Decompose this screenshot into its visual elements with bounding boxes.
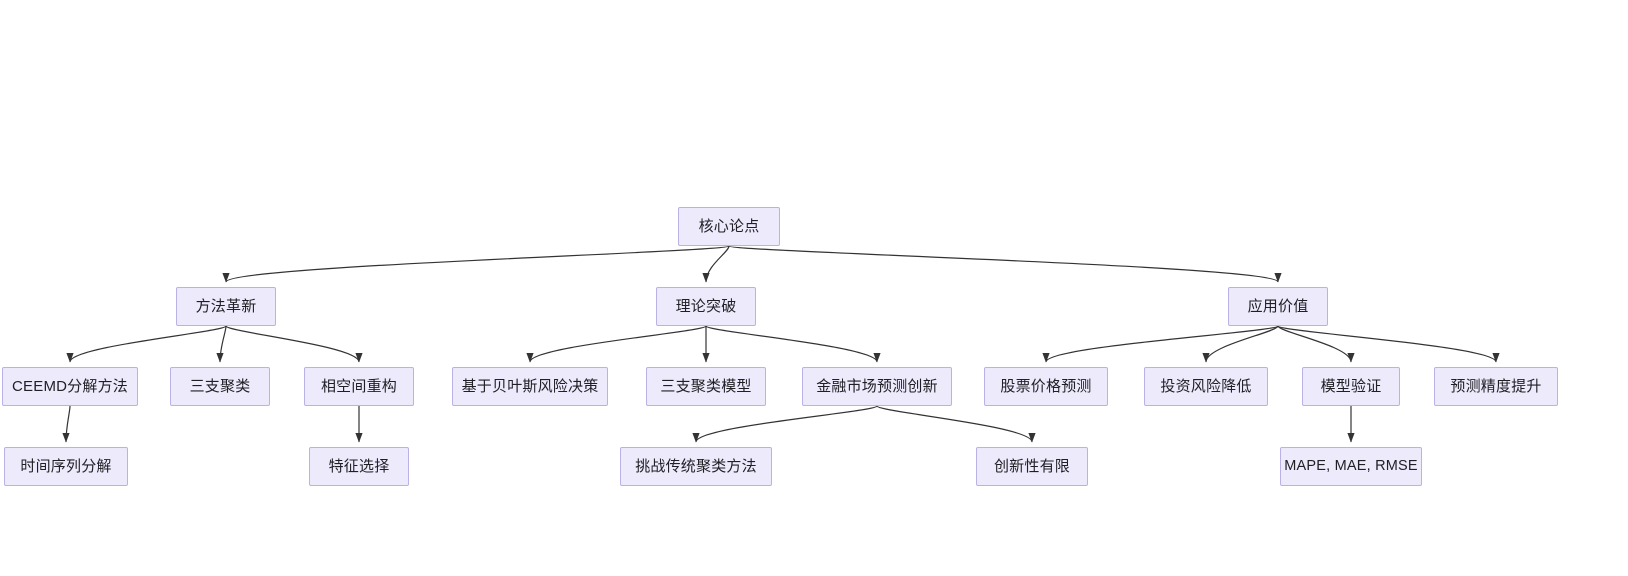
node-l3c2[interactable]: 投资风险降低 xyxy=(1144,367,1268,406)
node-label: CEEMD分解方法 xyxy=(12,378,128,395)
node-label: 理论突破 xyxy=(675,298,737,315)
node-label: 基于贝叶斯风险决策 xyxy=(461,378,599,395)
node-label: 投资风险降低 xyxy=(1160,378,1252,395)
edge-l3b3-to-l4d xyxy=(876,405,1036,443)
node-label: 方法革新 xyxy=(195,298,257,315)
edge-root-to-l2c xyxy=(728,245,1282,283)
edge-l2c-to-l3c3 xyxy=(1277,325,1355,363)
node-l3b2[interactable]: 三支聚类模型 xyxy=(646,367,766,406)
edge-l2b-to-l3b3 xyxy=(705,325,881,363)
node-label: 核心论点 xyxy=(698,218,760,235)
edge-l2a-to-l3a2 xyxy=(216,325,227,363)
node-l4a[interactable]: 时间序列分解 xyxy=(4,447,128,486)
node-l3c3[interactable]: 模型验证 xyxy=(1302,367,1400,406)
node-l4b[interactable]: 特征选择 xyxy=(309,447,409,486)
edge-l3a1-to-l4a xyxy=(62,405,71,443)
node-l3a3[interactable]: 相空间重构 xyxy=(304,367,414,406)
edge-root-to-l2b xyxy=(702,245,730,283)
node-l3b3[interactable]: 金融市场预测创新 xyxy=(802,367,952,406)
node-l3a2[interactable]: 三支聚类 xyxy=(170,367,270,406)
edge-l2a-to-l3a1 xyxy=(66,325,227,363)
node-l2c[interactable]: 应用价值 xyxy=(1228,287,1328,326)
node-label: 模型验证 xyxy=(1320,378,1382,395)
node-l2b[interactable]: 理论突破 xyxy=(656,287,756,326)
node-l3a1[interactable]: CEEMD分解方法 xyxy=(2,367,138,406)
node-l4c[interactable]: 挑战传统聚类方法 xyxy=(620,447,772,486)
node-label: 时间序列分解 xyxy=(20,458,112,475)
node-l2a[interactable]: 方法革新 xyxy=(176,287,276,326)
node-label: 三支聚类模型 xyxy=(660,378,752,395)
node-label: 应用价值 xyxy=(1247,298,1309,315)
edge-root-to-l2a xyxy=(222,245,730,283)
edge-l2c-to-l3c4 xyxy=(1277,325,1500,363)
node-label: 三支聚类 xyxy=(189,378,251,395)
node-label: 预测精度提升 xyxy=(1450,378,1542,395)
node-label: 挑战传统聚类方法 xyxy=(635,458,757,475)
edge-l2b-to-l3b1 xyxy=(526,325,707,363)
edge-l2c-to-l3c1 xyxy=(1042,325,1279,363)
node-label: MAPE, MAE, RMSE xyxy=(1284,458,1418,475)
edge-l2a-to-l3a3 xyxy=(225,325,363,363)
node-label: 创新性有限 xyxy=(993,458,1070,475)
node-l4e[interactable]: MAPE, MAE, RMSE xyxy=(1280,447,1422,486)
node-l3c4[interactable]: 预测精度提升 xyxy=(1434,367,1558,406)
node-label: 股票价格预测 xyxy=(1000,378,1092,395)
node-label: 相空间重构 xyxy=(320,378,397,395)
node-l3b1[interactable]: 基于贝叶斯风险决策 xyxy=(452,367,608,406)
edge-l3b3-to-l4c xyxy=(692,405,878,443)
node-label: 金融市场预测创新 xyxy=(816,378,938,395)
node-l3c1[interactable]: 股票价格预测 xyxy=(984,367,1108,406)
node-l4d[interactable]: 创新性有限 xyxy=(976,447,1088,486)
edge-l2c-to-l3c2 xyxy=(1202,325,1279,363)
node-label: 特征选择 xyxy=(328,458,390,475)
root-node[interactable]: 核心论点 xyxy=(678,207,780,246)
